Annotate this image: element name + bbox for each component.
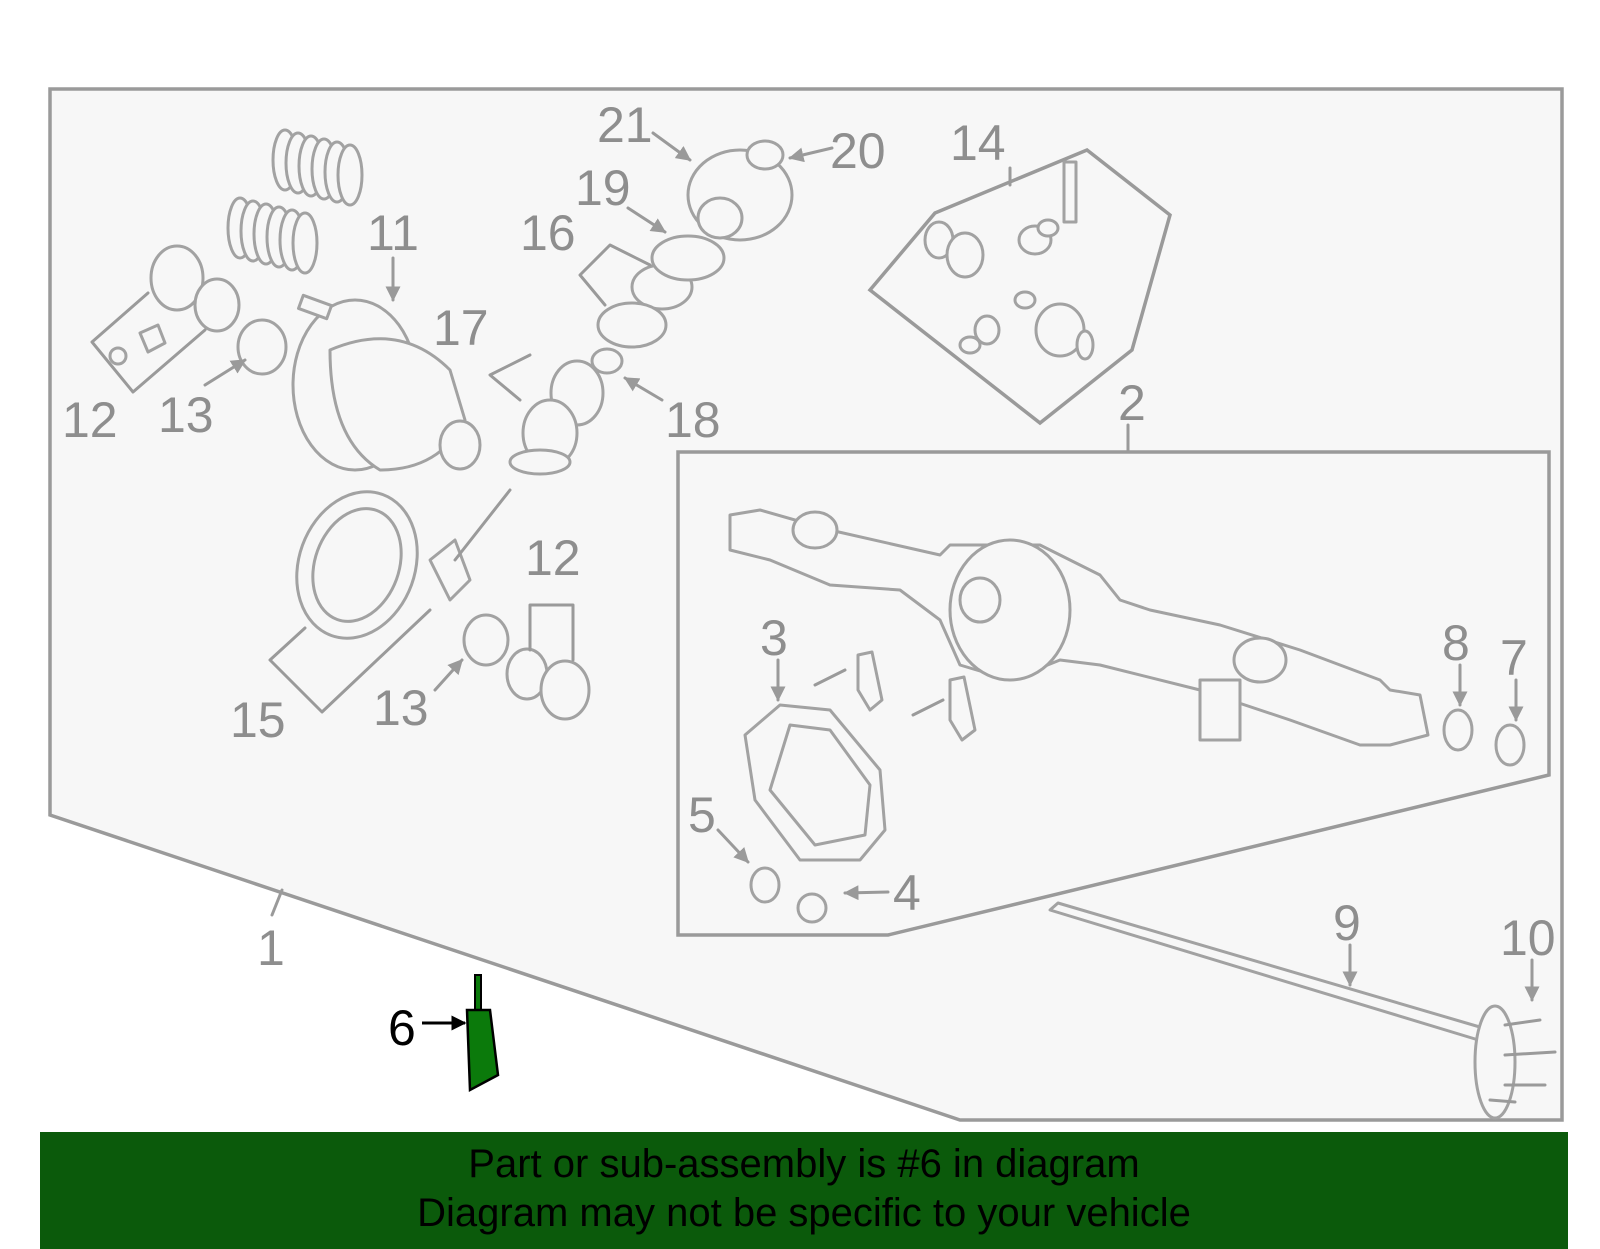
callout-1[interactable]: 1: [257, 920, 285, 976]
clutch-pack-lower: [226, 196, 319, 275]
callout-3[interactable]: 3: [760, 610, 788, 666]
spacer-18: [590, 347, 624, 375]
callout-5[interactable]: 5: [688, 787, 716, 843]
callout-17[interactable]: 17: [433, 300, 489, 356]
callout-21[interactable]: 21: [597, 97, 653, 153]
gear-kit-subpanel: [867, 147, 1173, 426]
bearing-8: [1442, 708, 1474, 752]
ring-and-pinion: [295, 488, 512, 640]
sealant-tube-6[interactable]: [465, 974, 500, 1093]
seal-19: [650, 234, 726, 282]
shim-17: [508, 448, 572, 476]
callout-6[interactable]: 6: [388, 1000, 416, 1056]
callout-13-upper[interactable]: 13: [158, 387, 214, 443]
callout-7[interactable]: 7: [1500, 630, 1528, 686]
axle-shaft: [1048, 901, 1557, 1120]
callout-2[interactable]: 2: [1118, 375, 1146, 431]
race-12-lower: [539, 659, 591, 721]
callout-10[interactable]: 10: [1500, 910, 1556, 966]
banner-line-2: Diagram may not be specific to your vehi…: [417, 1191, 1191, 1235]
callout-18[interactable]: 18: [665, 392, 721, 448]
callout-9[interactable]: 9: [1333, 895, 1361, 951]
clutch-pack-upper: [271, 128, 364, 207]
seal-13-lower: [462, 613, 510, 667]
seal-7: [1494, 723, 1526, 767]
callout-8[interactable]: 8: [1442, 615, 1470, 671]
bearing-race-12-upper: [90, 244, 241, 394]
callout-4[interactable]: 4: [893, 865, 921, 921]
callout-19[interactable]: 19: [575, 160, 631, 216]
callout-12-upper[interactable]: 12: [62, 392, 118, 448]
callout-20[interactable]: 20: [830, 123, 886, 179]
seal-13-upper: [236, 318, 288, 376]
gear-kit-parts: [923, 160, 1095, 361]
callout-12-lower[interactable]: 12: [525, 530, 581, 586]
differential-cover: [743, 703, 887, 862]
differential-case: [291, 293, 482, 472]
callout-13-lower[interactable]: 13: [373, 680, 429, 736]
banner-line-1: Part or sub-assembly is #6 in diagram: [468, 1142, 1140, 1186]
bolt-4: [796, 892, 828, 924]
bearing-caps: [813, 650, 977, 742]
leader-lines: [203, 131, 1540, 1031]
bearing-16-lower: [596, 301, 668, 349]
pinion-nut: [745, 139, 785, 171]
callout-16[interactable]: 16: [520, 205, 576, 261]
callout-11[interactable]: 11: [367, 205, 419, 261]
callout-labels: 1 2 3 4 5 6 7 8 9 10 11 12 12 13 13 14 1…: [62, 97, 1556, 1056]
pinion-yoke: [686, 148, 794, 242]
fill-plug-5: [749, 866, 781, 904]
axle-housing: [728, 508, 1430, 747]
callout-15[interactable]: 15: [230, 692, 286, 748]
callout-14[interactable]: 14: [950, 115, 1006, 171]
info-banner: Part or sub-assembly is #6 in diagram Di…: [40, 1132, 1568, 1249]
